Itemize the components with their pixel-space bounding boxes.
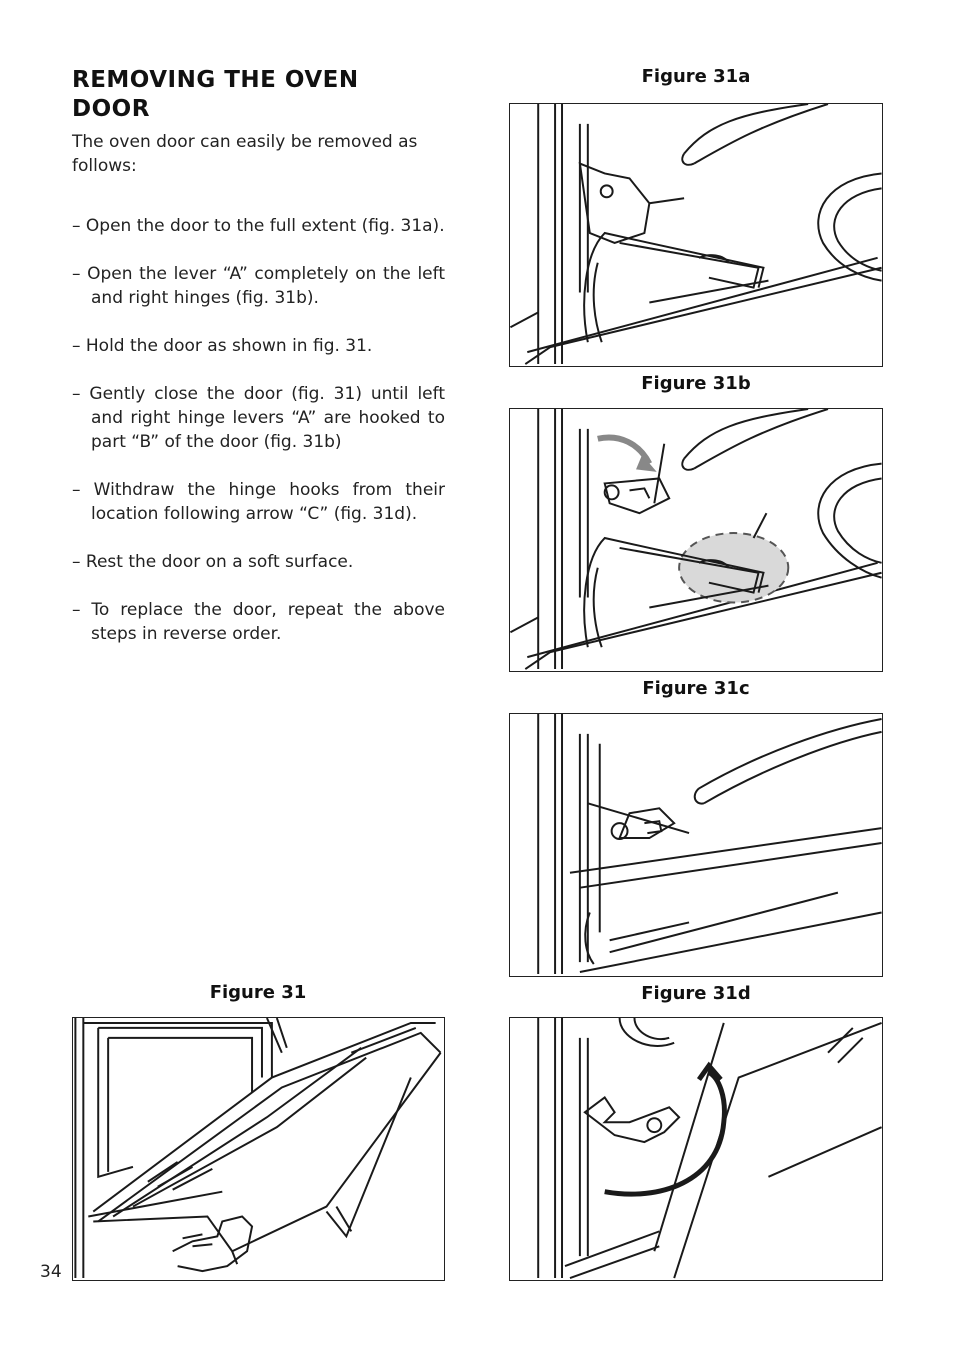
figure-31-illustration [72, 1017, 445, 1281]
intro-text: The oven door can easily be removed as f… [72, 132, 418, 176]
step-item: – Open the lever “A” completely on the l… [72, 264, 445, 308]
step-item: – Hold the door as shown in fig. 31. [72, 336, 373, 356]
step-item: – Gently close the door (fig. 31) until … [72, 384, 445, 452]
figure-31b-label: Figure 31b [641, 373, 751, 394]
step-item: – Rest the door on a soft surface. [72, 552, 354, 572]
figure-31b-illustration [509, 408, 883, 672]
figure-31a-label: Figure 31a [641, 66, 751, 87]
page-number: 34 [40, 1262, 62, 1282]
figure-31c-illustration [509, 713, 883, 977]
step-item: – Withdraw the hinge hooks from their lo… [72, 480, 445, 524]
section-title: REMOVING THE OVEN DOOR [72, 67, 359, 122]
instruction-list: – Open the door to the full extent (fig.… [72, 214, 445, 670]
figure-31d-illustration [509, 1017, 883, 1281]
figure-31a-illustration [509, 103, 883, 367]
figure-31c-label: Figure 31c [642, 678, 750, 699]
figure-31-label: Figure 31 [209, 982, 307, 1003]
step-item: – To replace the door, repeat the above … [72, 600, 445, 644]
figure-31d-label: Figure 31d [641, 983, 751, 1004]
step-item: – Open the door to the full extent (fig.… [72, 216, 445, 236]
